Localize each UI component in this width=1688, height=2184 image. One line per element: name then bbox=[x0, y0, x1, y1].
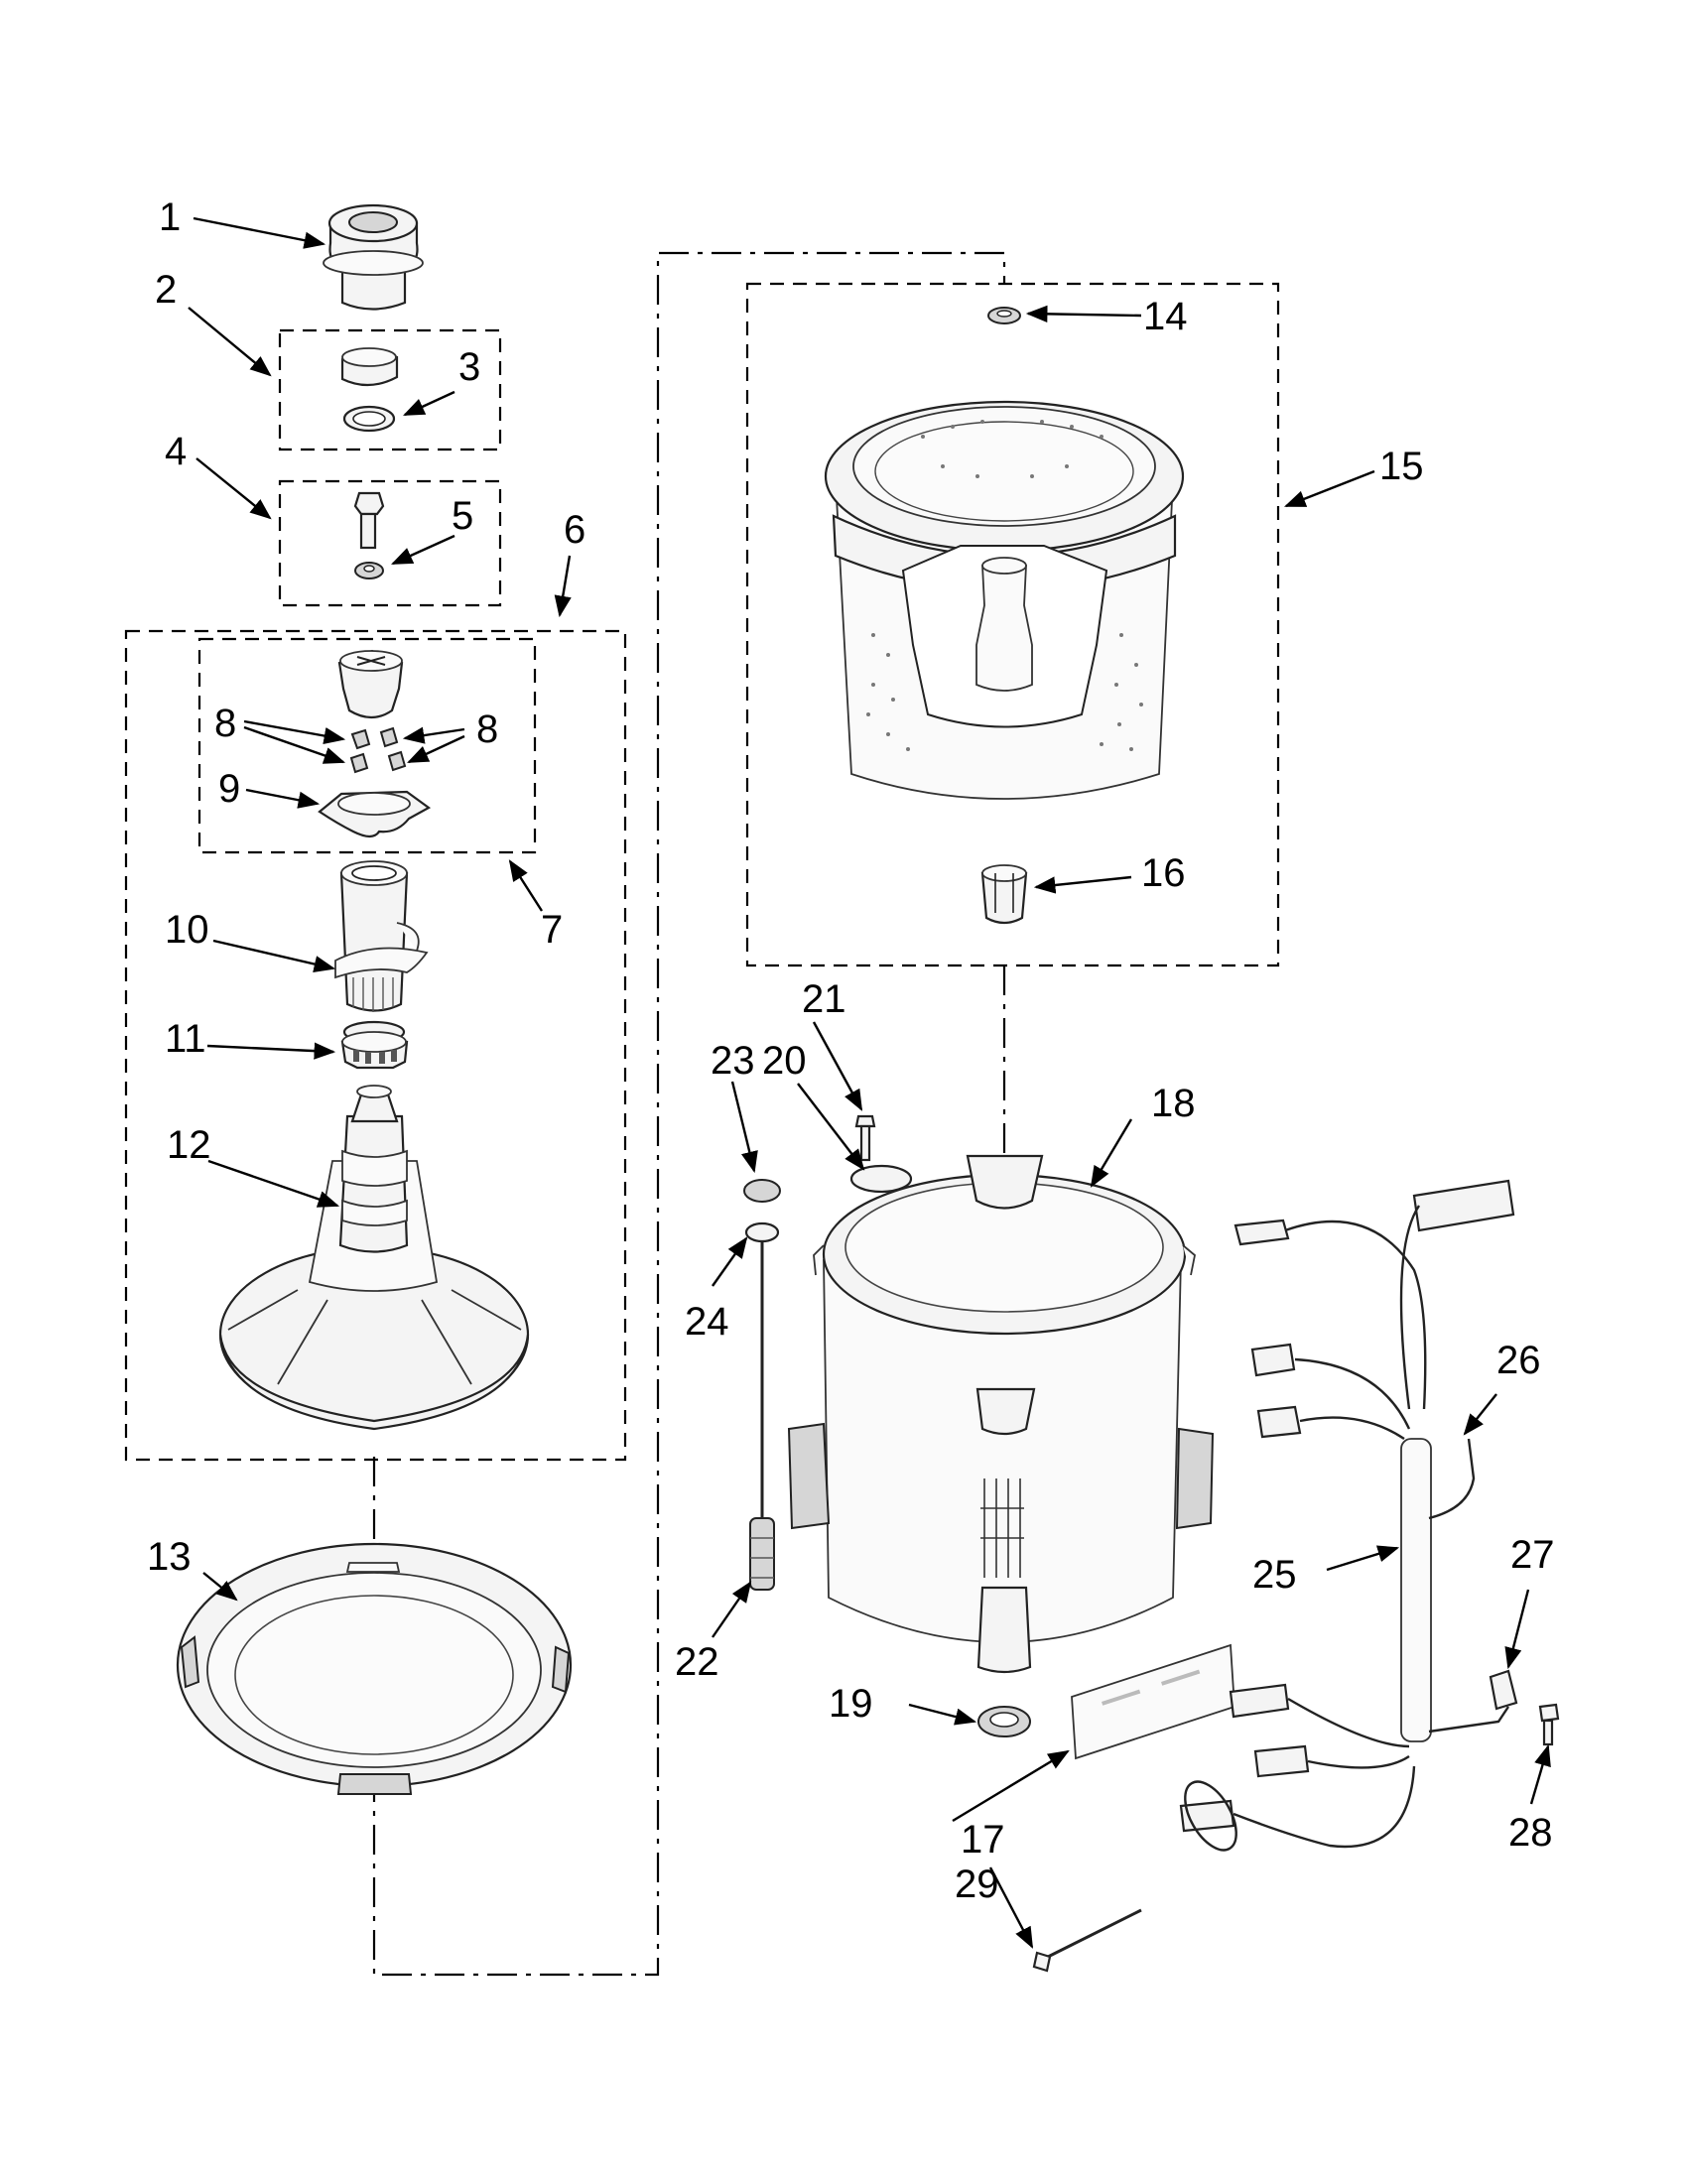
group-box-2 bbox=[278, 328, 502, 451]
part-dog-retainer bbox=[318, 790, 432, 838]
part-bracket-screw bbox=[849, 1114, 913, 1194]
part-agitator-cap bbox=[323, 203, 424, 311]
callout-24: 24 bbox=[685, 1300, 729, 1344]
callout-17: 17 bbox=[961, 1818, 1005, 1862]
group-box-6 bbox=[124, 629, 627, 1462]
part-suspension-rod bbox=[743, 1179, 781, 1591]
part-agitator-drive-cam bbox=[337, 649, 404, 719]
part-spanner-nut bbox=[987, 307, 1021, 324]
part-instruction-label bbox=[1071, 1643, 1235, 1760]
part-wire-harness bbox=[1032, 1179, 1560, 1973]
callout-3: 3 bbox=[458, 345, 480, 389]
callout-8-right: 8 bbox=[476, 707, 498, 751]
part-coupler bbox=[340, 1031, 409, 1070]
callout-12: 12 bbox=[167, 1123, 211, 1167]
callout-7: 7 bbox=[541, 908, 563, 952]
callout-15: 15 bbox=[1379, 445, 1424, 488]
part-tub-ring bbox=[176, 1542, 573, 1795]
callout-10: 10 bbox=[165, 908, 209, 952]
callout-8-left: 8 bbox=[214, 702, 236, 745]
callout-2: 2 bbox=[155, 268, 177, 312]
callout-11: 11 bbox=[165, 1017, 206, 1061]
callout-16: 16 bbox=[1141, 851, 1186, 895]
callout-23: 23 bbox=[711, 1039, 755, 1083]
part-bolt-washer bbox=[353, 491, 385, 579]
part-dogs bbox=[349, 726, 407, 774]
callout-21: 21 bbox=[802, 977, 846, 1021]
assembly-loop-line bbox=[372, 251, 1006, 1977]
callout-26: 26 bbox=[1496, 1339, 1541, 1382]
callout-20: 20 bbox=[762, 1039, 807, 1083]
callout-4: 4 bbox=[165, 430, 187, 473]
part-outer-tub bbox=[787, 1154, 1215, 1674]
callout-18: 18 bbox=[1151, 1082, 1196, 1125]
part-tub-seal bbox=[977, 1706, 1031, 1737]
callout-19: 19 bbox=[829, 1682, 873, 1726]
callout-labels: 1 2 3 4 5 6 7 8 8 9 10 11 12 13 14 15 16… bbox=[147, 195, 1555, 1906]
callout-25: 25 bbox=[1252, 1553, 1297, 1597]
group-box-15 bbox=[745, 282, 1280, 967]
part-basket bbox=[824, 400, 1185, 800]
part-basket-bushing bbox=[980, 864, 1028, 925]
group-box-4 bbox=[278, 479, 502, 607]
leader-lines bbox=[188, 216, 1551, 1949]
callout-29: 29 bbox=[955, 1863, 999, 1906]
callout-13: 13 bbox=[147, 1535, 192, 1579]
part-impeller-base bbox=[218, 1085, 530, 1431]
group-box-7 bbox=[197, 637, 537, 854]
callout-22: 22 bbox=[675, 1640, 719, 1684]
callout-1: 1 bbox=[159, 195, 181, 239]
callout-27: 27 bbox=[1510, 1533, 1555, 1577]
callout-14: 14 bbox=[1143, 295, 1188, 338]
part-cam-seal bbox=[340, 347, 399, 433]
part-auger bbox=[334, 860, 429, 1044]
callout-28: 28 bbox=[1508, 1811, 1553, 1855]
callout-6: 6 bbox=[564, 508, 585, 552]
callout-9: 9 bbox=[218, 767, 240, 811]
callout-5: 5 bbox=[452, 494, 473, 538]
